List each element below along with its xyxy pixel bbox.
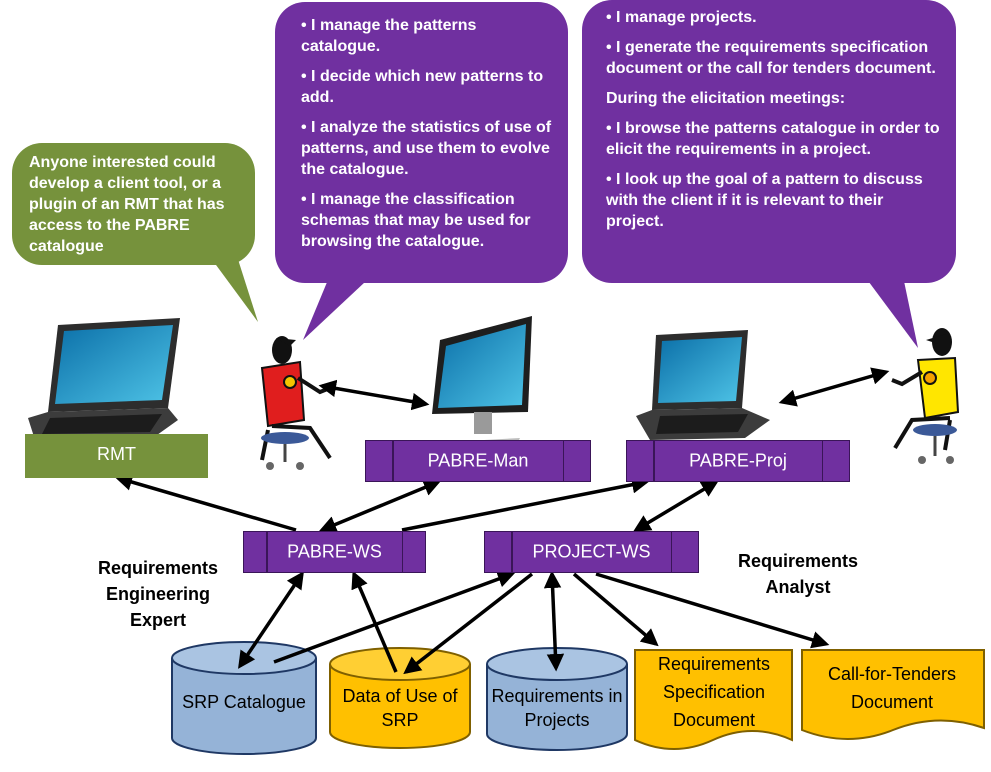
req-spec-document-text: Requirements Specification Document <box>657 654 771 730</box>
pabre-proj-component: PABRE-Proj <box>626 440 850 482</box>
call-for-tenders-document-shape <box>801 649 985 740</box>
analyst-bubble-tail <box>860 262 918 348</box>
data-of-use-text: Data of Use of SRP <box>342 686 458 730</box>
expert-bubble-item: • I manage the classification schemas th… <box>301 191 531 250</box>
rmt-box: RMT <box>25 434 208 478</box>
project-ws-label: PROJECT-WS <box>532 541 651 562</box>
client-bubble-tail <box>205 250 258 322</box>
pabre-ws-label: PABRE-WS <box>287 541 382 562</box>
data-of-use-cylinder <box>329 647 471 749</box>
call-for-tenders-text: Call-for-Tenders Document <box>827 664 957 712</box>
expert-figure-icon <box>260 336 332 470</box>
proj-laptop-icon <box>636 330 770 440</box>
pabre-proj-label: PABRE-Proj <box>689 450 787 471</box>
expert-role-label: Requirements Engineering Expert <box>78 555 238 633</box>
expert-bubble-item: • I decide which new patterns to add. <box>301 68 544 106</box>
expert-bubble-tail <box>303 275 365 340</box>
monitor-icon <box>432 316 532 448</box>
analyst-bubble-item: • I browse the patterns catalogue in ord… <box>606 120 940 158</box>
srp-catalogue-label: SRP Catalogue <box>182 690 306 714</box>
analyst-bubble-item: • I manage projects. <box>606 9 757 26</box>
requirements-in-projects-label: Requirements in Projects <box>490 684 624 732</box>
req-spec-document-label: Requirements Specification Document <box>640 650 788 734</box>
requirements-in-projects-text: Requirements in Projects <box>491 686 623 730</box>
req-spec-document-shape <box>634 649 793 750</box>
expert-bubble-item: • I analyze the statistics of use of pat… <box>301 119 552 178</box>
client-tool-bubble: Anyone interested could develop a client… <box>12 143 255 265</box>
pabre-man-component: PABRE-Man <box>365 440 591 482</box>
expert-bubble: • I manage the patterns catalogue. • I d… <box>275 2 568 283</box>
analyst-figure-icon <box>891 328 960 464</box>
analyst-bubble-item: • I look up the goal of a pattern to dis… <box>606 171 923 230</box>
data-of-use-label: Data of Use of SRP <box>336 684 464 732</box>
project-ws-component: PROJECT-WS <box>484 531 699 573</box>
pabre-ws-component: PABRE-WS <box>243 531 426 573</box>
expert-bubble-item: • I manage the patterns catalogue. <box>301 17 477 55</box>
analyst-bubble-item: During the elicitation meetings: <box>606 90 846 107</box>
connection-arrows <box>114 367 890 675</box>
client-tool-text: Anyone interested could develop a client… <box>29 154 225 255</box>
analyst-role-label: Requirements Analyst <box>722 548 874 600</box>
expert-role-text: Requirements Engineering Expert <box>97 558 219 630</box>
srp-catalogue-text: SRP Catalogue <box>182 692 306 712</box>
call-for-tenders-label: Call-for-Tenders Document <box>806 660 978 716</box>
pabre-man-label: PABRE-Man <box>427 450 529 471</box>
analyst-bubble-item: • I generate the requirements specificat… <box>606 39 936 77</box>
rmt-laptop-icon <box>28 318 180 440</box>
rmt-label: RMT <box>97 444 136 464</box>
analyst-bubble: • I manage projects. • I generate the re… <box>582 0 956 283</box>
analyst-role-text: Requirements Analyst <box>737 551 859 597</box>
